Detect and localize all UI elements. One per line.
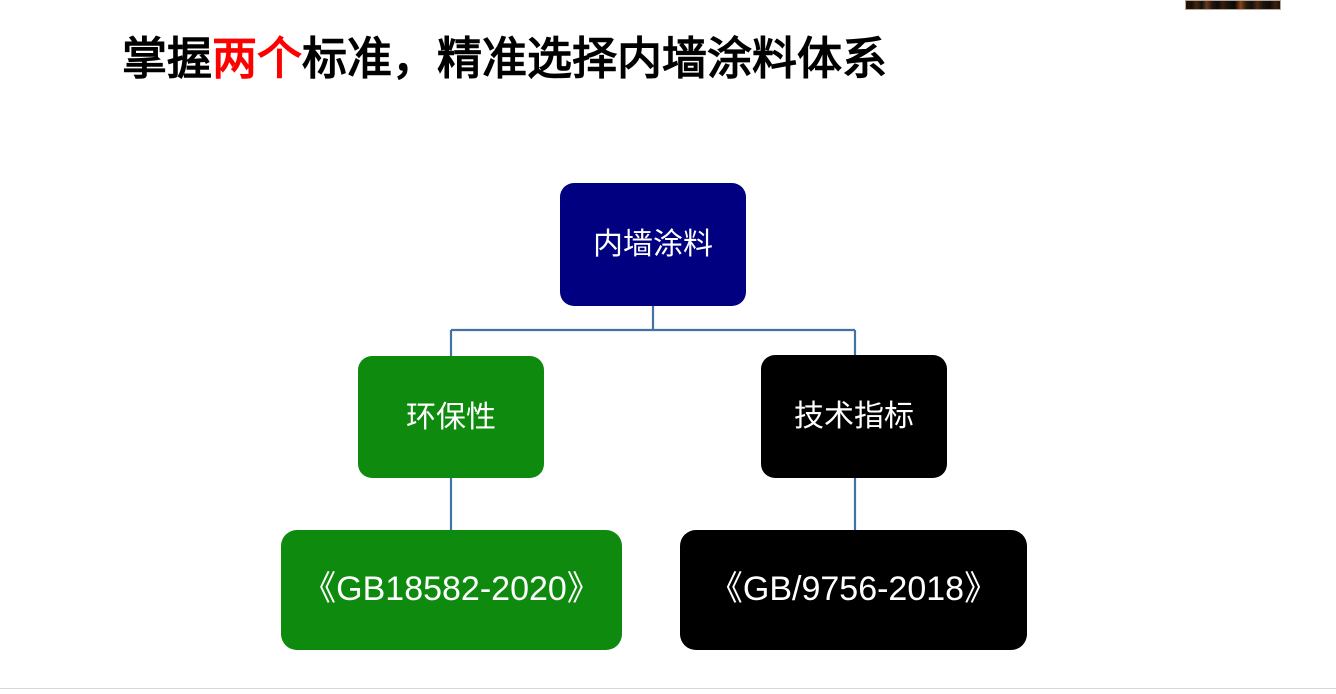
title-highlight: 两个: [212, 33, 303, 84]
title-prefix: 掌握: [122, 33, 213, 84]
diagram-node-branch-eco[interactable]: 环保性: [358, 356, 544, 478]
diagram-node-branch-tech[interactable]: 技术指标: [761, 355, 947, 478]
cropped-image-edge-artifact: [1185, 0, 1281, 10]
diagram-node-standard-tech[interactable]: 《GB/9756-2018》: [680, 530, 1027, 650]
diagram-node-standard-eco[interactable]: 《GB18582-2020》: [281, 530, 622, 650]
page-title: 掌握两个标准，精准选择内墙涂料体系: [122, 32, 887, 86]
diagram-node-root[interactable]: 内墙涂料: [560, 183, 746, 306]
title-suffix: 标准，精准选择内墙涂料体系: [302, 33, 888, 84]
bottom-divider: [0, 688, 1336, 689]
